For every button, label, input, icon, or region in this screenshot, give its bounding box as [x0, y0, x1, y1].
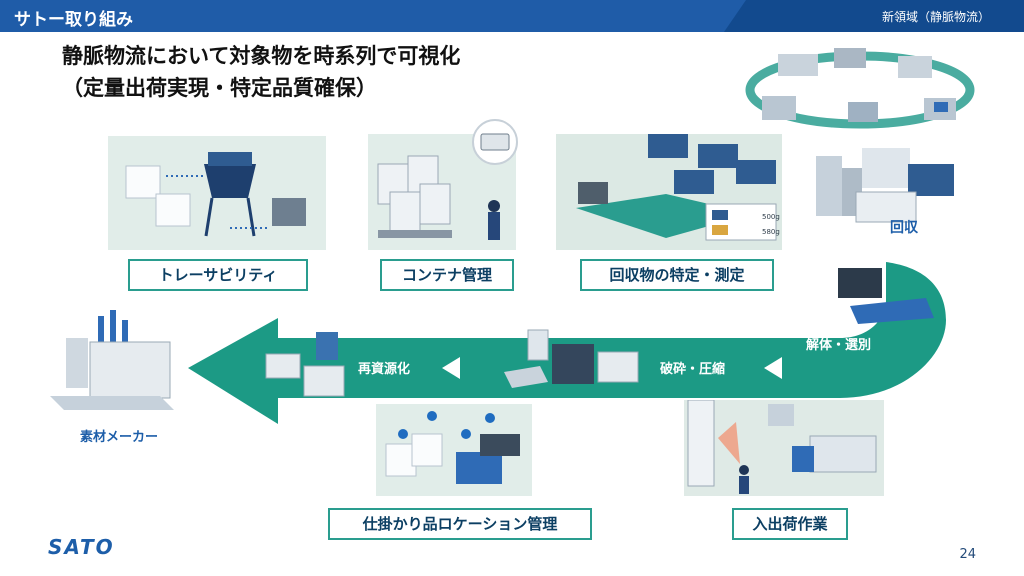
traceability-panel — [108, 136, 326, 250]
collected-item-illustration: 500g 580g — [576, 134, 780, 241]
recycling-machinery — [265, 332, 345, 397]
page-headline: 静脈物流において対象物を時系列で可視化 （定量出荷実現・特定品質確保） — [62, 40, 460, 104]
shipping-illustration — [687, 399, 877, 494]
label-traceability: トレーサビリティ — [128, 259, 308, 291]
dismantling-illustration — [838, 268, 934, 324]
cycle-overview-illustration — [745, 48, 975, 129]
measurement-value-2: 580g — [762, 228, 780, 236]
label-recycling: 再資源化 — [358, 362, 411, 377]
label-container-management: コンテナ管理 — [380, 259, 514, 291]
location-illustration — [385, 411, 520, 484]
label-location-management: 仕掛かり品ロケーション管理 — [328, 508, 592, 540]
shipping-panel — [684, 399, 884, 496]
collection-illustration — [816, 148, 954, 223]
label-collection: 回収 — [890, 220, 918, 236]
location-panel — [376, 404, 532, 496]
container-illustration — [377, 155, 500, 240]
label-material-maker: 素材メーカー — [80, 430, 159, 445]
measurement-value-1: 500g — [762, 213, 780, 221]
collected-item-panel: 500g 580g — [556, 134, 782, 250]
slide-category-title: サトー取り組み — [14, 10, 133, 30]
factory-illustration — [50, 310, 174, 410]
sato-logo: SATO — [48, 535, 115, 559]
header-bar: サトー取り組み 新領域（静脈物流） — [0, 0, 1024, 32]
header-section-band — [724, 0, 1024, 32]
headline-line-1: 静脈物流において対象物を時系列で可視化 — [62, 44, 461, 68]
tablet-icon — [472, 119, 518, 165]
label-crushing-compression: 破砕・圧縮 — [660, 362, 726, 377]
container-panel — [368, 134, 516, 250]
section-title: 新領域（静脈物流） — [881, 10, 990, 24]
headline-line-2: （定量出荷実現・特定品質確保） — [62, 76, 377, 100]
label-dismantling-sorting: 解体・選別 — [806, 338, 872, 353]
label-shipping-work: 入出荷作業 — [732, 508, 848, 540]
label-collected-item-identification: 回収物の特定・測定 — [580, 259, 774, 291]
crushing-machinery — [504, 329, 639, 388]
page-number: 24 — [959, 547, 976, 562]
traceability-illustration — [125, 152, 306, 237]
